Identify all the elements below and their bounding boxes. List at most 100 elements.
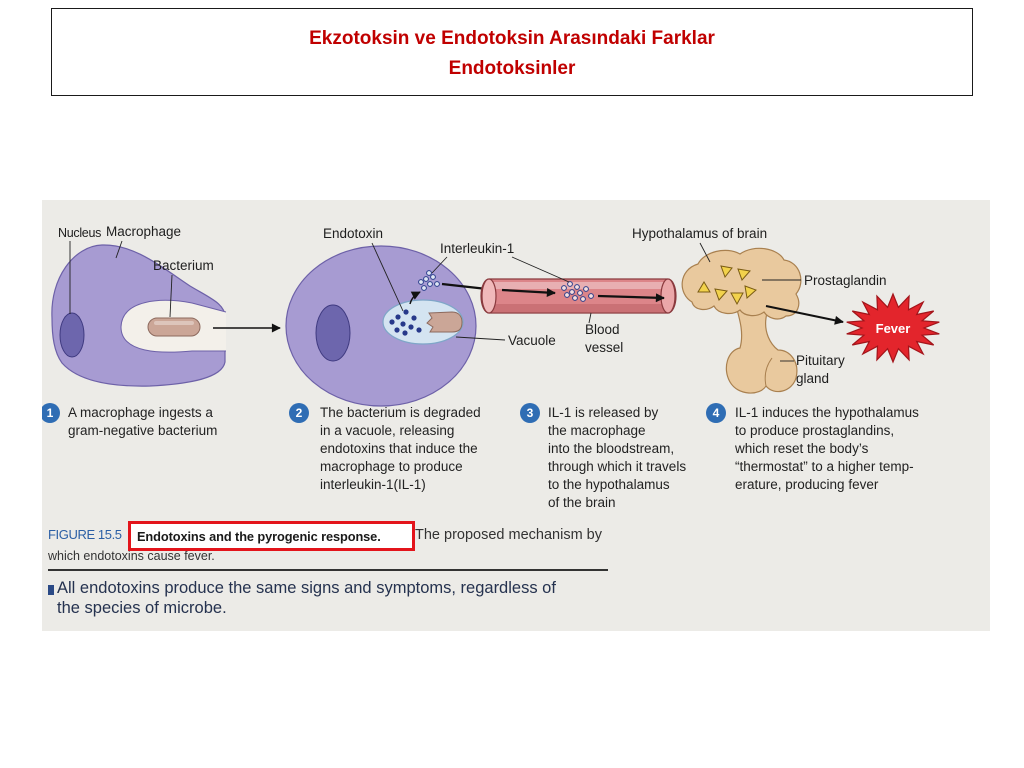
label-pituitary-line: gland [796,371,830,386]
step-line: which reset the body’s [735,441,869,456]
interleukin-dot [588,293,594,299]
leader-hypothalamus [699,242,711,263]
interleukin-dot [423,276,429,282]
step-line: endotoxins that induce the [320,441,478,456]
pyrogenic-response-diagram: Fever [51,240,940,407]
endotoxin-dot [394,327,400,333]
arrow-to-fever [765,305,844,325]
prostaglandin-triangle [697,281,711,293]
prostaglandin-triangle [737,268,751,281]
interleukin-dot [567,281,573,287]
interleukin-dot [574,284,580,290]
label-vacuole: Vacuole [508,333,556,348]
step-3-badge: 3 [520,403,540,423]
fever-starburst [846,292,940,364]
step-line: IL-1 is released by [548,405,659,420]
leader-lines [69,240,801,362]
pituitary-gland [725,305,798,394]
step-line: into the bloodstream, [548,441,675,456]
leader-interleukin-vacuole [431,256,448,274]
bacterium-1-highlight [154,321,194,325]
bullet-line: the species of microbe. [57,599,227,617]
step-line: A macrophage ingests a [68,405,213,420]
label-blood-vessel-line: Blood [585,322,620,337]
step-line: IL-1 induces the hypothalamus [735,405,919,420]
label-nucleus: Nucleus [58,226,102,240]
leader-bacterium [169,274,173,318]
prostaglandin-triangle [744,285,757,299]
bloodstream-arrow-2 [597,293,665,303]
interleukin-dot [583,286,589,292]
label-blood-vessel-line: vessel [585,340,624,355]
step-line: in a vacuole, releasing [320,423,455,438]
endotoxin-dot [416,327,422,333]
step-line: interleukin-1(IL-1) [320,477,426,492]
interleukin-dot [561,285,567,291]
interleukin-dot [569,289,575,295]
caption-highlight-box: Endotoxins and the pyrogenic response. [128,521,415,551]
endotoxin-dot [400,321,406,327]
title-box: Ekzotoksin ve Endotoksin Arasındaki Fark… [51,8,973,96]
interleukin-dot [418,279,424,285]
interleukin-dot [580,296,586,302]
label-macrophage: Macrophage [106,224,182,239]
step-line: The bacterium is degraded [320,405,481,420]
bullet-line: All endotoxins produce the same signs an… [57,579,556,597]
step-3-text: IL-1 is released by the macrophage into … [548,404,686,512]
interleukin-dot [427,281,433,287]
endotoxin-dot [403,309,409,315]
step-line: erature, producing fever [735,477,879,492]
interleukin-dot [421,285,427,291]
step-2-badge: 2 [289,403,309,423]
label-blood-vessel: Blood vessel [585,321,623,357]
pituitary-lobe-divider [764,357,773,387]
prostaglandin-triangle [730,292,744,306]
interleukin-dot [577,290,583,296]
prostaglandin-triangle [714,288,728,301]
step-line: the macrophage [548,423,646,438]
label-bacterium: Bacterium [153,258,214,273]
endotoxin-dot [402,330,408,336]
step-line: of the brain [548,495,616,510]
label-prostaglandin: Prostaglandin [804,273,887,288]
bacterium-1 [147,317,201,337]
interleukin-dot [564,292,570,298]
endotoxin-dot [395,314,401,320]
bloodstream-arrow-1 [501,288,556,298]
interleukin-dot [572,295,578,301]
figure-number: FIGURE 15.5 [48,527,122,542]
bullet-marker [48,585,54,595]
step-4-text: IL-1 induces the hypothalamus to produce… [735,404,919,494]
step-1-text: A macrophage ingests a gram-negative bac… [68,404,217,440]
textbook-figure: Fever Nucleus Macrophage Bacterium Endot… [42,200,990,631]
slide-subtitle: Endotoksinler [448,58,576,79]
blood-vessel-right-opening [660,278,676,314]
leader-vacuole [455,336,506,341]
leader-endotoxin [371,242,404,312]
label-pituitary-gland: Pituitary gland [796,352,845,388]
step-line: macrophage to produce [320,459,463,474]
hypothalamus [681,247,802,320]
step-line: “thermostat” to a higher temp- [735,459,914,474]
endotoxin-dot [408,324,414,330]
interleukin-in-blood [561,281,594,302]
interleukin-cluster [418,270,440,291]
label-pituitary-line: Pituitary [796,353,845,368]
leader-interleukin-vessel [511,256,570,283]
leader-blood-vessel [588,312,592,324]
label-endotoxin: Endotoxin [323,226,384,241]
interleukin-dot [434,281,440,287]
label-hypothalamus: Hypothalamus of brain [632,226,768,241]
caption-title: Endotoxins and the pyrogenic response. [137,528,381,544]
interleukin-dot [426,270,432,276]
step-line: gram-negative bacterium [68,423,218,438]
leader-macrophage [115,240,123,259]
caption-text-line-2: which endotoxins cause fever. [48,549,215,563]
step-1-badge: 1 [42,403,60,423]
label-interleukin: Interleukin-1 [440,241,515,256]
il1-release-arrow [409,291,421,305]
blood-vessel-left-opening [481,278,497,314]
prostaglandin-triangle [720,265,733,279]
step-line: to the hypothalamus [548,477,670,492]
